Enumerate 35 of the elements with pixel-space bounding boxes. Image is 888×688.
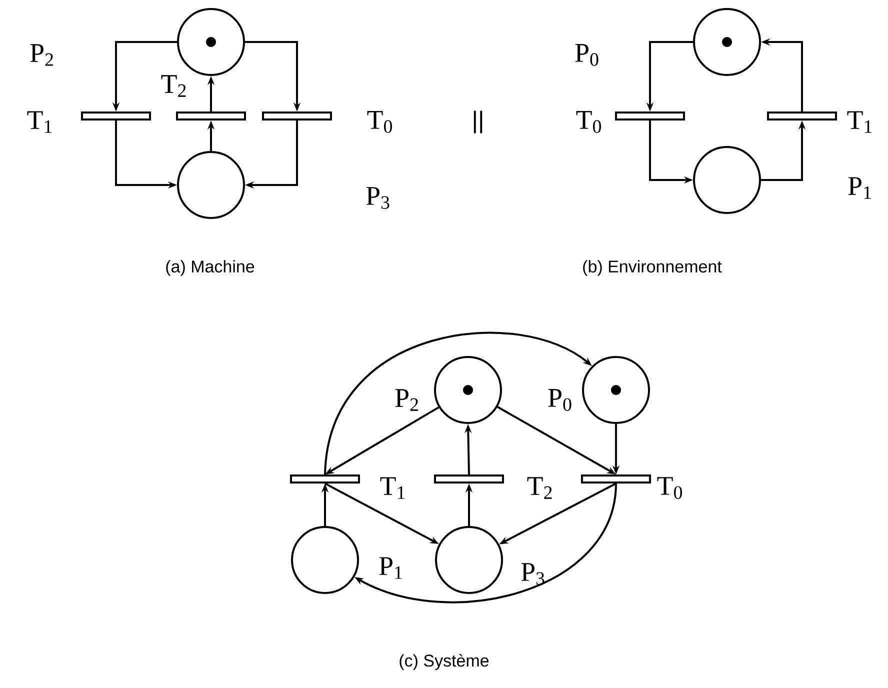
transition-bar	[767, 112, 837, 120]
node-label: T$_{2}$	[527, 477, 552, 499]
node-label: T$_{1}$	[847, 111, 872, 133]
place-label: P$_{0}$	[575, 44, 598, 66]
transition-bar	[615, 112, 685, 120]
place-circle	[291, 526, 359, 594]
place-circle	[693, 8, 761, 76]
place-circle	[582, 356, 650, 424]
place-circle	[434, 356, 502, 424]
node-label: T$_{0}$	[576, 111, 602, 133]
place-circle	[177, 8, 245, 76]
transition-bar	[290, 474, 360, 484]
place-label: P$_{3}$	[366, 187, 390, 209]
node-label: P$_{0}$	[548, 389, 572, 411]
place-label: P$_{1}$	[848, 177, 871, 199]
transition-bar	[434, 474, 504, 484]
place-circle	[693, 146, 761, 214]
parallel-symbol: ||	[474, 110, 482, 134]
place-circle	[435, 526, 503, 594]
transition-bar	[81, 112, 151, 120]
node-label: T$_{1}$	[27, 111, 52, 133]
transition-bar	[176, 112, 246, 120]
node-label: T$_{0}$	[657, 477, 682, 499]
node-label: T$_{1}$	[380, 477, 405, 499]
node-label: P$_{2}$	[395, 389, 418, 411]
transition-bar	[581, 474, 651, 484]
node-label: T$_{0}$	[367, 111, 392, 133]
caption: (c) Système	[400, 654, 489, 670]
transition-bar	[262, 112, 332, 120]
node-label: P$_{1}$	[379, 557, 402, 579]
place-circle	[177, 151, 245, 219]
node-label: T$_{2}$	[161, 75, 186, 97]
place-label: P$_{2}$	[30, 44, 53, 66]
caption: (b) Environnement	[583, 260, 722, 276]
caption: (a) Machine	[166, 260, 254, 276]
